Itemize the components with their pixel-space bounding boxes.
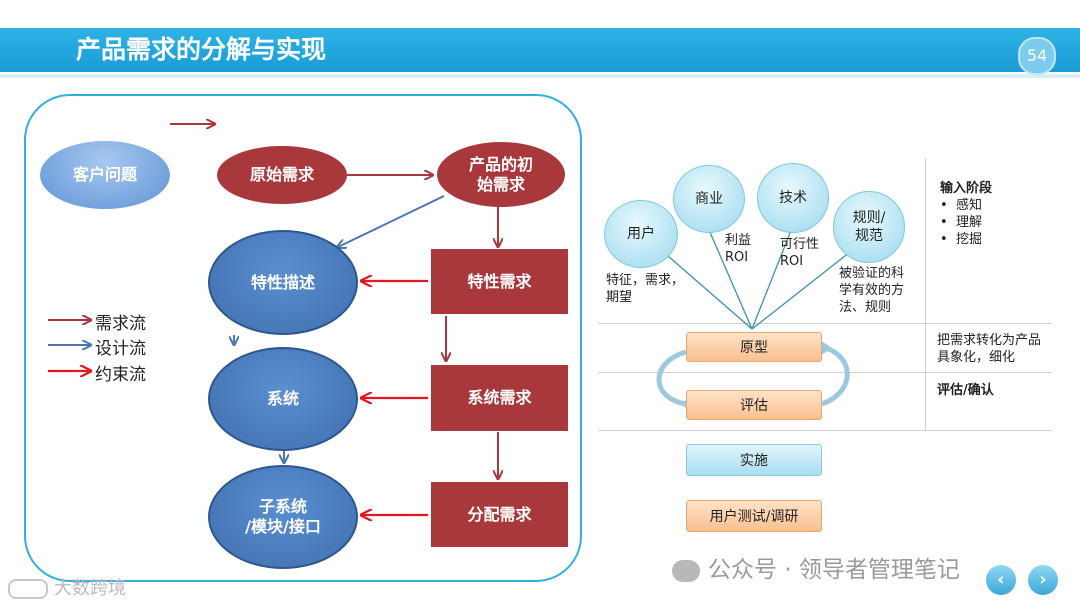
note-business-line1: 利益 — [725, 233, 752, 248]
note-user-line2: 期望 — [606, 290, 633, 305]
prototype-note: 把需求转化为产品 具象化，细化 — [937, 332, 1041, 366]
note-technology: 可行性 ROI — [780, 236, 819, 270]
input-stage-item-3: • 挖掘 — [940, 232, 982, 247]
title-bar — [0, 28, 1080, 72]
note-rules-line2: 学有效的方 — [839, 283, 905, 298]
product-initial-requirement-line1: 产品的初 — [468, 154, 533, 174]
note-business: 利益 ROI — [725, 232, 751, 266]
cycle-arrow-right — [821, 345, 850, 407]
input-business-circle: 商业 — [673, 165, 745, 233]
note-rules-line1: 被验证的科 — [839, 266, 905, 281]
note-rules-line3: 法、规则 — [839, 300, 892, 315]
note-rules: 被验证的科 学有效的方 法、规则 — [839, 265, 904, 316]
input-rules-circle: 规则/ 规范 — [833, 191, 905, 263]
divider-3 — [598, 430, 1052, 431]
legend-requirement-flow: 需求流 — [95, 314, 146, 334]
feature-requirement-node: 特性需求 — [431, 249, 568, 314]
note-technology-line1: 可行性 — [780, 237, 820, 252]
input-stage-title: 输入阶段 — [940, 181, 993, 196]
note-user: 特征，需求， 期望 — [606, 272, 684, 306]
corner-watermark-text: 大数跨境 — [54, 578, 126, 599]
system-node: 系统 — [208, 347, 358, 451]
wechat-icon — [672, 559, 700, 582]
subsystem-line2: /模块/接口 — [245, 517, 321, 536]
title-bar-underline — [0, 74, 1080, 78]
input-stage-item-2: • 理解 — [940, 215, 982, 230]
input-stage-block: 输入阶段 • 感知 • 理解 • 挖掘 — [940, 180, 992, 248]
input-rules-line1: 规则/ — [852, 210, 886, 226]
legend-constraint-flow: 约束流 — [95, 365, 146, 385]
product-initial-requirement-line2: 始需求 — [476, 174, 525, 194]
divider-1 — [598, 323, 1052, 324]
prototype-note-line2: 具象化，细化 — [937, 350, 1016, 365]
process-user-test-box: 用户测试/调研 — [686, 500, 822, 532]
original-requirement-node: 原始需求 — [217, 146, 347, 204]
cycle-arrow-left — [656, 349, 687, 407]
input-rules-line2: 规范 — [855, 228, 883, 244]
input-user-circle: 用户 — [604, 200, 678, 268]
subsystem-line1: 子系统 — [258, 497, 307, 516]
input-technology-circle: 技术 — [757, 163, 829, 233]
evaluate-note: 评估/确认 — [937, 383, 994, 398]
divider-2 — [598, 372, 1052, 373]
note-user-line1: 特征，需求， — [606, 273, 685, 288]
divider-vertical — [925, 158, 926, 430]
process-evaluate-box: 评估 — [686, 390, 822, 420]
note-technology-line2: ROI — [780, 254, 804, 269]
customer-problem-node: 客户问题 — [40, 141, 170, 209]
prev-slide-icon[interactable]: ‹ — [986, 565, 1016, 595]
allocated-requirement-node: 分配需求 — [431, 482, 568, 547]
process-implement-box: 实施 — [686, 444, 822, 476]
slide-title: 产品需求的分解与实现 — [76, 35, 327, 64]
corner-logo-icon — [8, 579, 48, 599]
next-slide-icon[interactable]: › — [1028, 565, 1058, 595]
corner-watermark: 大数跨境 — [8, 574, 126, 600]
legend-design-flow: 设计流 — [95, 339, 146, 359]
prototype-note-line1: 把需求转化为产品 — [937, 333, 1042, 348]
wechat-watermark: 公众号 · 领导者管理笔记 — [672, 550, 960, 584]
wechat-watermark-text: 公众号 · 领导者管理笔记 — [708, 557, 960, 583]
input-stage-item-1: • 感知 — [940, 198, 982, 213]
feature-description-node: 特性描述 — [208, 230, 358, 335]
note-business-line2: ROI — [725, 250, 749, 265]
page-number: 54 — [1018, 37, 1056, 75]
system-requirement-node: 系统需求 — [431, 365, 568, 431]
product-initial-requirement-node: 产品的初 始需求 — [437, 142, 565, 207]
subsystem-node: 子系统 /模块/接口 — [208, 465, 358, 569]
left-diagram-frame — [24, 94, 582, 582]
process-prototype-box: 原型 — [686, 332, 822, 362]
